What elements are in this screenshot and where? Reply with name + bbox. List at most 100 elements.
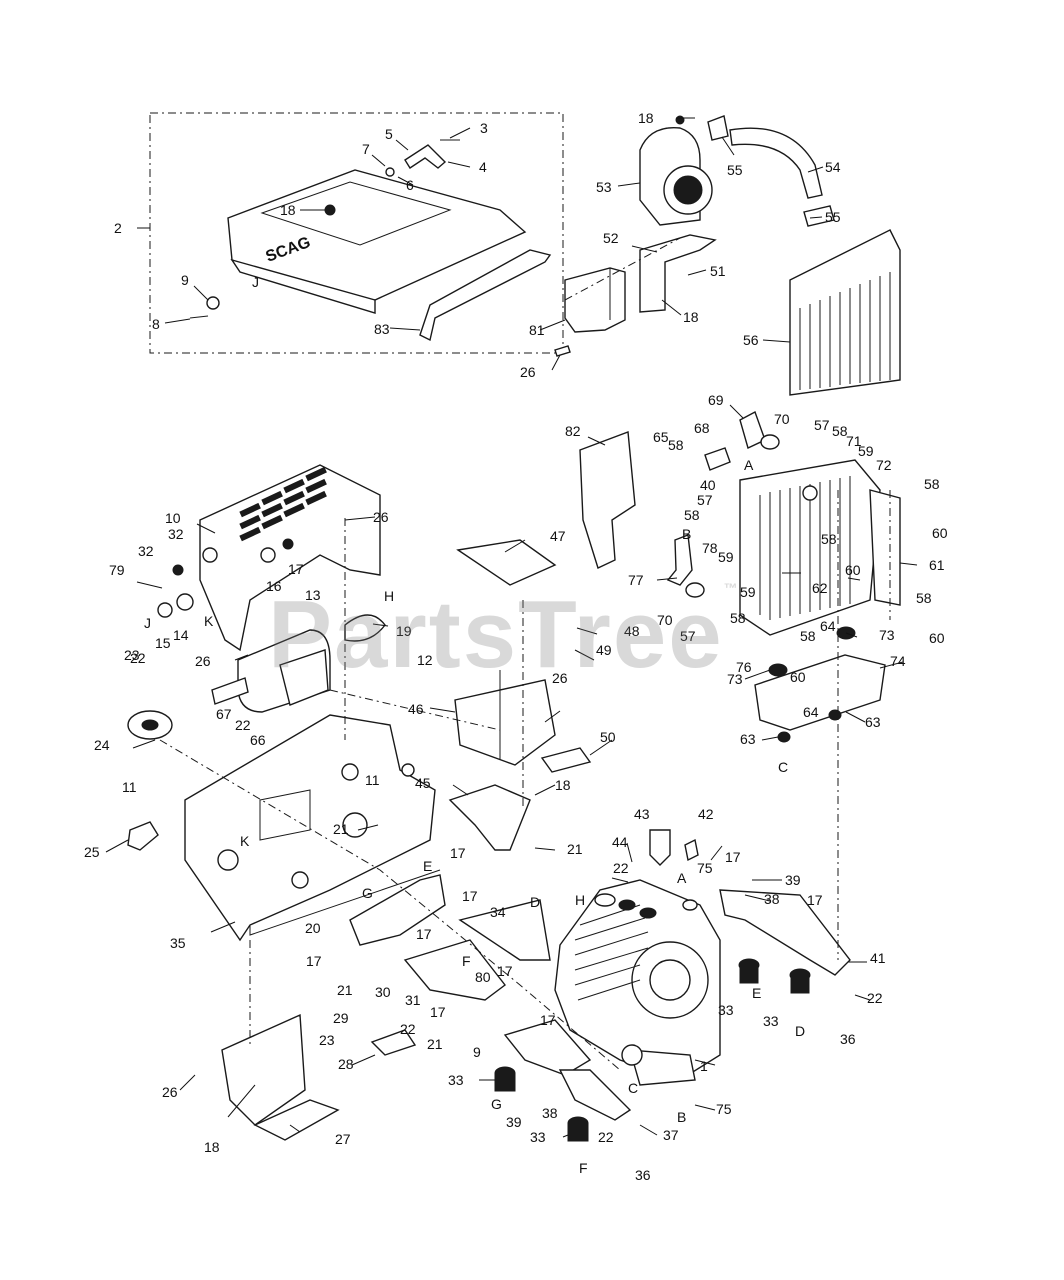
callout-56: 56 bbox=[743, 332, 759, 348]
ref-letter-j2: J bbox=[144, 615, 151, 631]
callout-60: 60 bbox=[932, 525, 948, 541]
callout-29: 29 bbox=[333, 1010, 349, 1026]
callout-21: 21 bbox=[333, 821, 349, 837]
callout-80: 80 bbox=[475, 969, 491, 985]
engine-frame-assembly bbox=[127, 431, 636, 1141]
callout-79: 79 bbox=[109, 562, 125, 578]
callout-17d: 17 bbox=[306, 953, 322, 969]
callout-75b: 75 bbox=[716, 1101, 732, 1117]
leader-lines bbox=[105, 117, 918, 1138]
callout-50: 50 bbox=[600, 729, 616, 745]
callout-58h: 58 bbox=[800, 628, 816, 644]
ref-letter-f2: F bbox=[579, 1160, 588, 1176]
ref-letter-d: D bbox=[530, 894, 540, 910]
callout-40: 40 bbox=[700, 477, 716, 493]
callout-27: 27 bbox=[335, 1131, 351, 1147]
air-cleaner-assembly bbox=[554, 115, 901, 396]
callout-14: 14 bbox=[173, 627, 189, 643]
callout-58f: 58 bbox=[916, 590, 932, 606]
callout-18b: 18 bbox=[280, 202, 296, 218]
callout-72: 72 bbox=[876, 457, 892, 473]
callout-65: 65 bbox=[653, 429, 669, 445]
callout-22c: 22 bbox=[613, 860, 629, 876]
callout-18d: 18 bbox=[555, 777, 571, 793]
ref-letter-g: G bbox=[362, 885, 373, 901]
callout-58d: 58 bbox=[924, 476, 940, 492]
callout-42: 42 bbox=[698, 806, 714, 822]
callout-21b: 21 bbox=[567, 841, 583, 857]
callout-63b: 63 bbox=[865, 714, 881, 730]
callout-26b: 26 bbox=[195, 653, 211, 669]
ref-letter-h2: H bbox=[575, 892, 585, 908]
ref-letter-f: F bbox=[462, 953, 471, 969]
callout-20: 20 bbox=[305, 920, 321, 936]
grille-muffler-assembly bbox=[127, 464, 386, 740]
callout-3: 3 bbox=[480, 120, 488, 136]
callout-33c: 33 bbox=[718, 1002, 734, 1018]
callout-83: 83 bbox=[374, 321, 390, 337]
callout-60c: 60 bbox=[929, 630, 945, 646]
callout-55: 55 bbox=[727, 162, 743, 178]
ref-letter-c2: C bbox=[628, 1080, 638, 1096]
callout-22d: 22 bbox=[400, 1021, 416, 1037]
callout-63: 63 bbox=[740, 731, 756, 747]
callout-62: 62 bbox=[812, 580, 828, 596]
alignment-lines bbox=[159, 237, 891, 1071]
ref-letter-a: A bbox=[744, 457, 754, 473]
callout-18: 18 bbox=[638, 110, 654, 126]
ref-letter-k: K bbox=[204, 613, 214, 629]
callout-6: 6 bbox=[406, 177, 414, 193]
callout-82: 82 bbox=[565, 423, 581, 439]
callout-68: 68 bbox=[694, 420, 710, 436]
callout-35: 35 bbox=[170, 935, 186, 951]
callout-38: 38 bbox=[764, 891, 780, 907]
callout-26: 26 bbox=[373, 509, 389, 525]
callout-73b: 73 bbox=[727, 671, 743, 687]
callout-26d: 26 bbox=[520, 364, 536, 380]
callout-18e: 18 bbox=[204, 1139, 220, 1155]
callout-24: 24 bbox=[94, 737, 110, 753]
ref-letter-c: C bbox=[778, 759, 788, 775]
callout-17h: 17 bbox=[450, 845, 466, 861]
callout-21c: 21 bbox=[337, 982, 353, 998]
callout-33: 33 bbox=[448, 1072, 464, 1088]
callout-59b: 59 bbox=[718, 549, 734, 565]
callout-60d: 60 bbox=[790, 669, 806, 685]
callout-47: 47 bbox=[550, 528, 566, 544]
ref-letter-d2: D bbox=[795, 1023, 805, 1039]
ref-letter-h: H bbox=[384, 588, 394, 604]
ref-letter-j: J bbox=[252, 274, 259, 290]
callout-7: 7 bbox=[362, 141, 370, 157]
callout-16: 16 bbox=[266, 578, 282, 594]
callout-labels: 1 2 3 4 5 6 7 8 9 9 10 11 11 12 13 14 15… bbox=[84, 110, 948, 1183]
callout-43: 43 bbox=[634, 806, 650, 822]
callout-8: 8 bbox=[152, 316, 160, 332]
callout-31: 31 bbox=[405, 992, 421, 1008]
callout-22b: 22 bbox=[235, 717, 251, 733]
callout-39b: 39 bbox=[506, 1114, 522, 1130]
callout-53: 53 bbox=[596, 179, 612, 195]
callout-64: 64 bbox=[820, 618, 836, 634]
callout-12: 12 bbox=[417, 652, 433, 668]
callout-66: 66 bbox=[250, 732, 266, 748]
callout-9: 9 bbox=[181, 272, 189, 288]
callout-4: 4 bbox=[479, 159, 487, 175]
hood-assembly: SCAG bbox=[149, 112, 564, 354]
ref-letter-a2: A bbox=[677, 870, 687, 886]
ref-letter-b2: B bbox=[677, 1109, 686, 1125]
callout-10: 10 bbox=[165, 510, 181, 526]
callout-17: 17 bbox=[288, 561, 304, 577]
callout-58e: 58 bbox=[821, 531, 837, 547]
callout-36: 36 bbox=[840, 1031, 856, 1047]
callout-11: 11 bbox=[122, 779, 137, 795]
callout-58c: 58 bbox=[684, 507, 700, 523]
callout-58g: 58 bbox=[730, 610, 746, 626]
callout-71: 71 bbox=[846, 433, 862, 449]
ref-letter-e: E bbox=[423, 858, 432, 874]
callout-26c: 26 bbox=[552, 670, 568, 686]
callout-37: 37 bbox=[663, 1127, 679, 1143]
callout-46: 46 bbox=[408, 701, 424, 717]
callout-11b: 11 bbox=[365, 772, 380, 788]
callout-34: 34 bbox=[490, 904, 506, 920]
callout-48: 48 bbox=[624, 623, 640, 639]
